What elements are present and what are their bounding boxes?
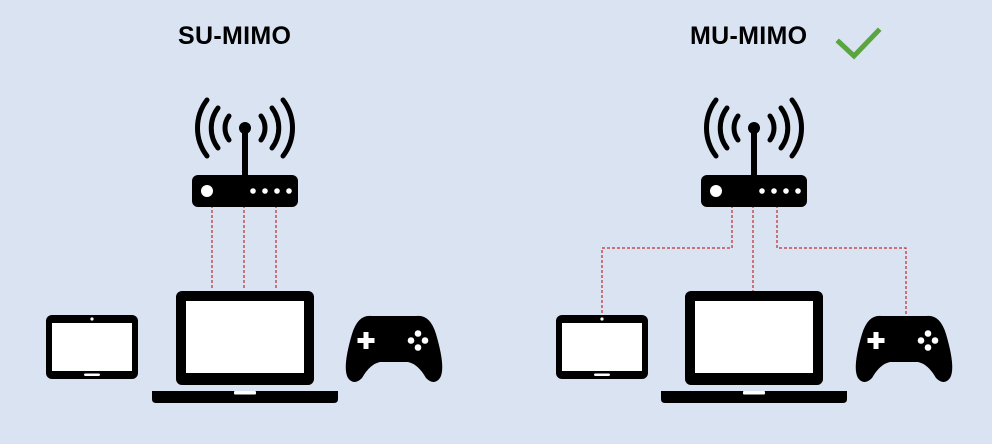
mu-link-gamepad — [776, 205, 907, 314]
gamepad-icon — [855, 315, 953, 382]
router-icon — [192, 100, 298, 207]
router-icon — [701, 100, 807, 207]
mu-mimo-title: MU-MIMO — [690, 22, 808, 50]
laptop-icon — [152, 291, 338, 403]
tablet-icon — [46, 315, 138, 379]
mu-mimo-panel — [556, 27, 953, 403]
su-mimo-panel — [46, 100, 443, 403]
tablet-icon — [556, 315, 648, 379]
gamepad-icon — [345, 315, 443, 382]
laptop-icon — [661, 291, 847, 403]
checkmark-icon — [835, 27, 882, 60]
mu-link-tablet — [601, 205, 733, 316]
su-mimo-title: SU-MIMO — [178, 22, 292, 50]
su-connection-lines — [211, 205, 277, 290]
mu-connection-lines — [601, 205, 907, 316]
